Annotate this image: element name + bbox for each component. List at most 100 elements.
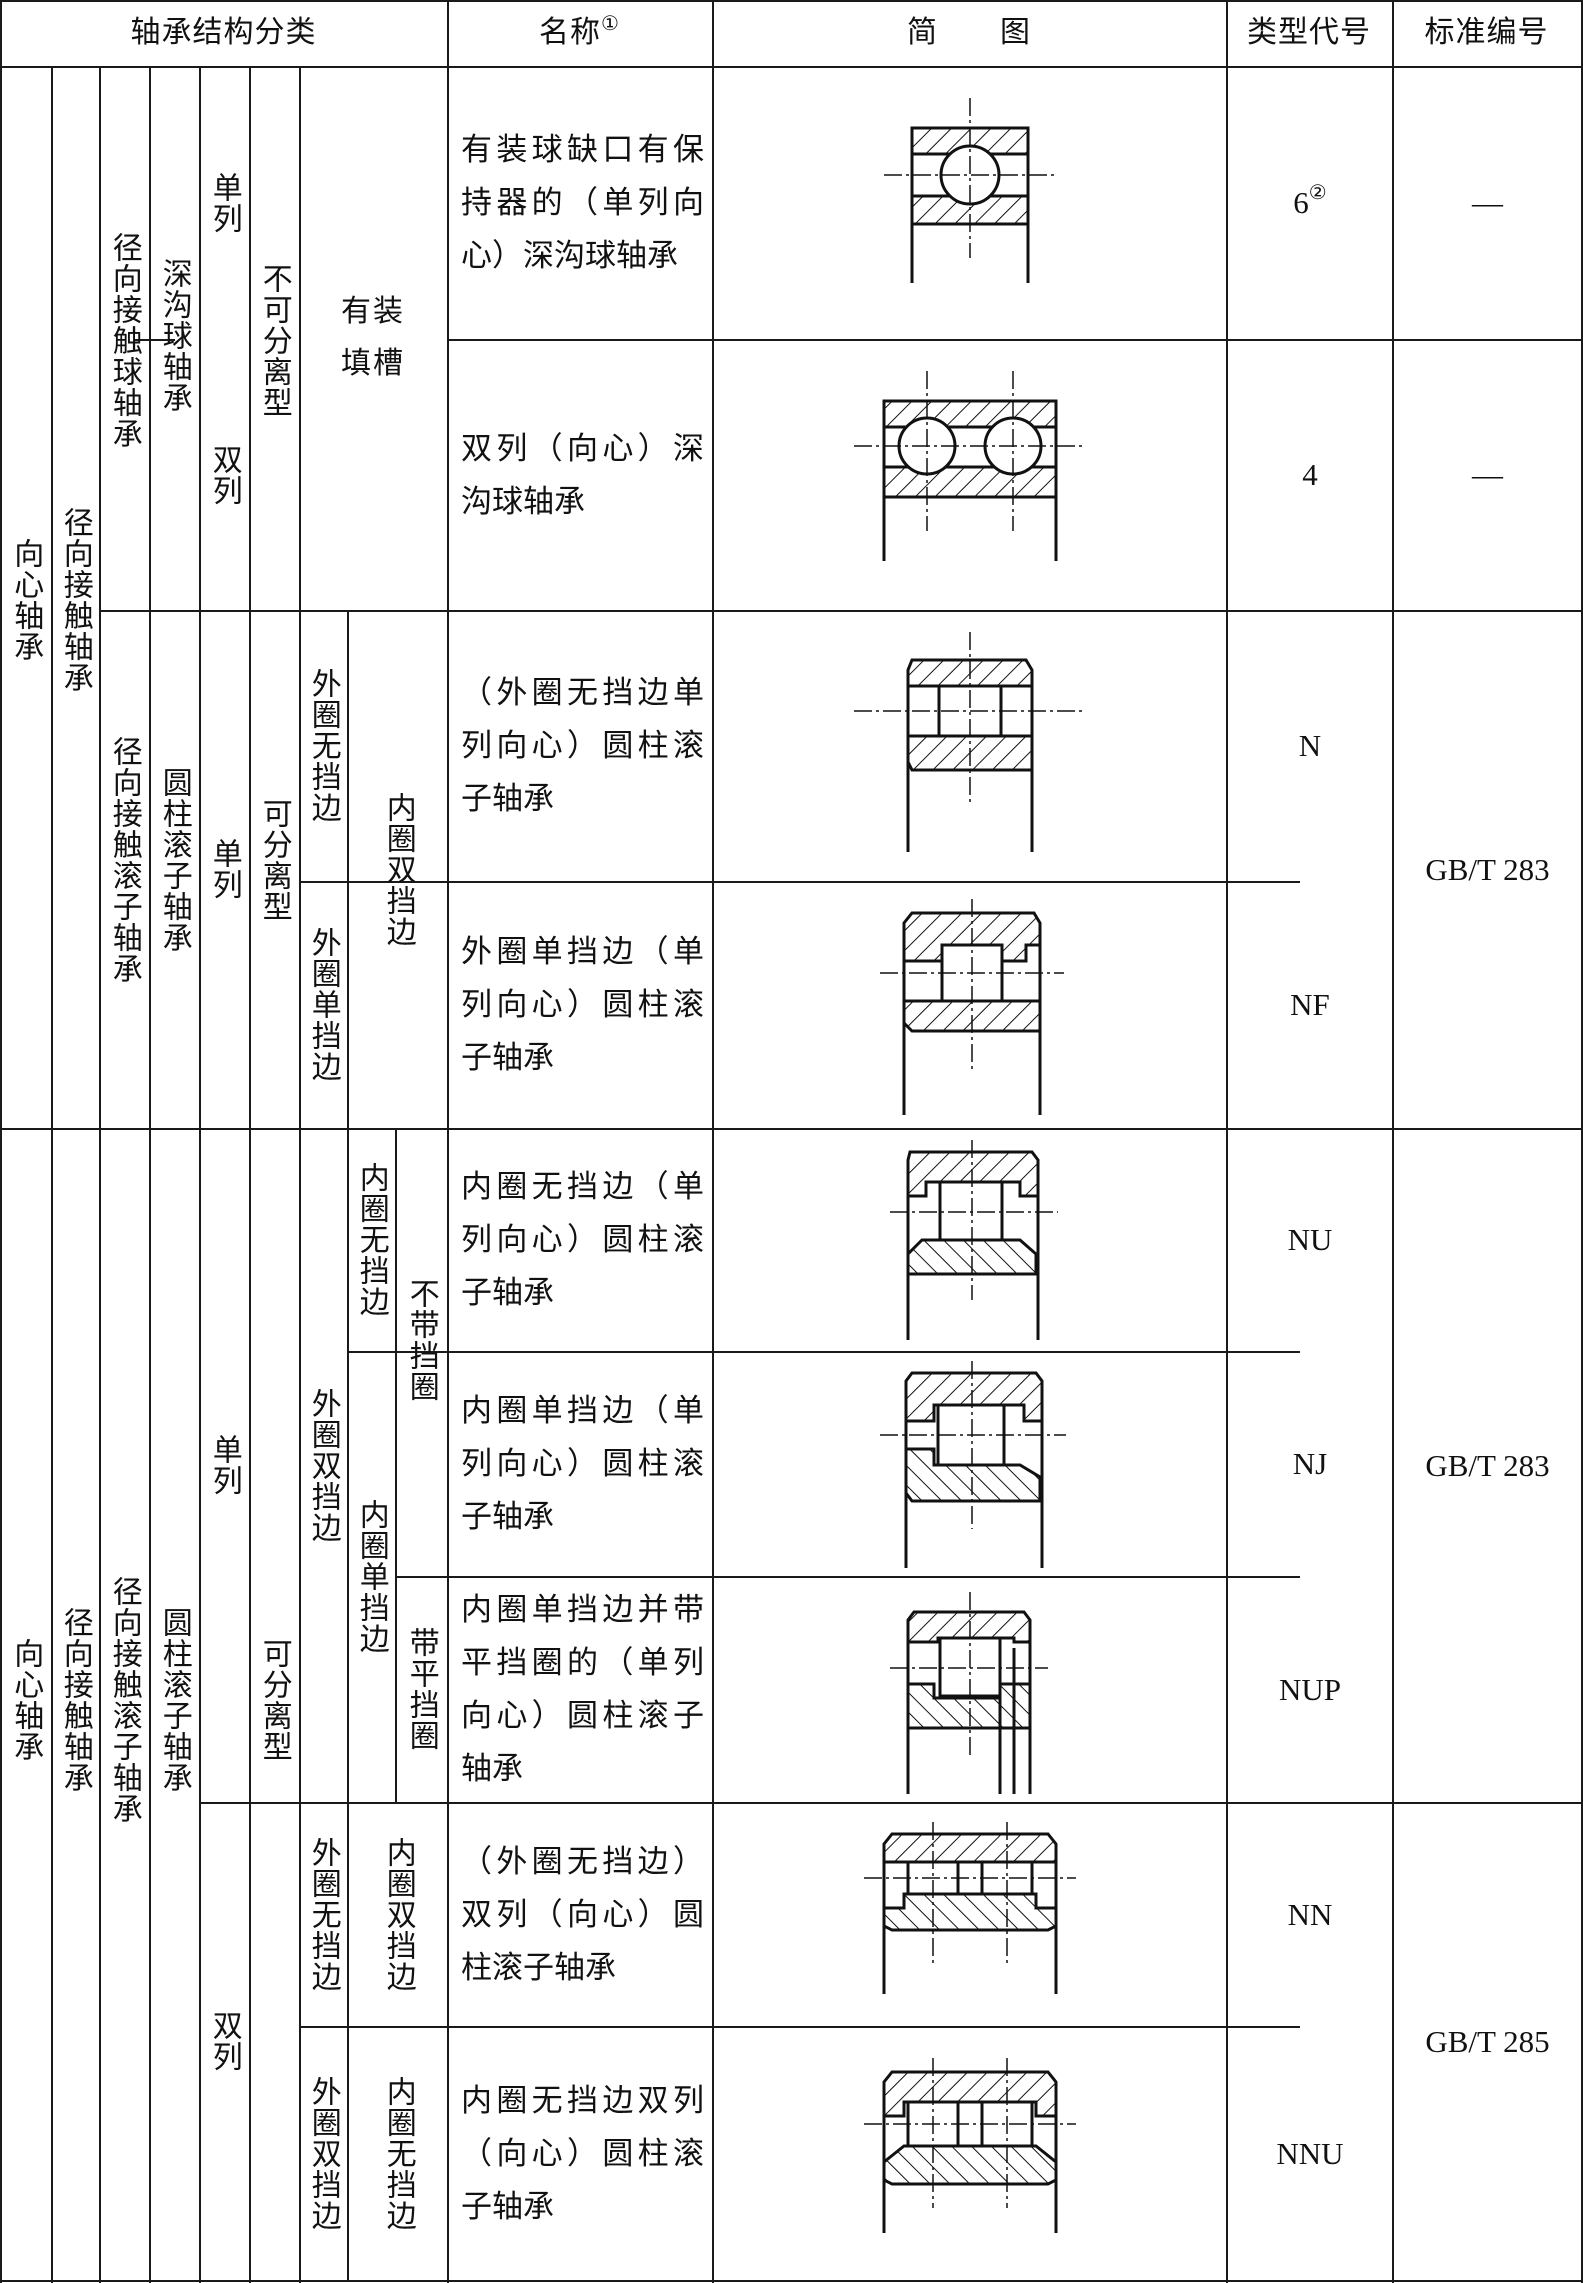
header-bottom-line — [0, 66, 1583, 68]
col-line-7b — [347, 1128, 349, 1802]
header-standard: 标准编号 — [1424, 15, 1549, 51]
cls-outer-double-rib-1: 外圈双挡边 — [305, 1387, 341, 1543]
footnote-marker: ① — [601, 10, 620, 35]
cls-radial-contact-roller-1: 径向接触滚子轴承 — [106, 736, 142, 984]
rowline-7 — [199, 1802, 1583, 1804]
cls-radial-contact-ball: 径向接触球轴承 — [106, 231, 142, 449]
cls-radial-contact-1: 径向接触轴承 — [57, 507, 93, 693]
col-line-name — [447, 0, 449, 2283]
col-line-6 — [299, 66, 301, 2283]
row-4-code: NF — [1290, 987, 1330, 1023]
cls-outer-double-rib-2: 外圈双挡边 — [305, 2075, 341, 2231]
cls-outer-single-rib: 外圈单挡边 — [305, 927, 341, 1082]
cls-radial-bearing-1: 向心轴承 — [8, 538, 44, 662]
rowline-5 — [347, 1351, 1300, 1353]
row-6-name: 内圈单挡边（单列向心）圆柱滚子轴承 — [461, 1393, 704, 1535]
cls-single-row-2: 单列 — [206, 838, 242, 900]
sketch-deep-groove-ball-double — [854, 371, 1086, 561]
row-5-code: NU — [1287, 1222, 1333, 1258]
cls-outer-no-rib-2: 外圈无挡边 — [305, 1836, 341, 1992]
cls-cylindrical-roller-2: 圆柱滚子轴承 — [156, 1607, 192, 1793]
cls-with-flat-ring: 带平挡圈 — [403, 1627, 439, 1751]
cls-separable-1: 可分离型 — [256, 798, 292, 922]
row-2-name: 双列（向心）深沟球轴承 — [461, 430, 704, 520]
border-top — [0, 0, 1583, 2]
col-line-sketch — [712, 0, 714, 2283]
cls-deep-groove-ball: 深沟球轴承 — [156, 257, 192, 413]
standard-group-3: GB/T 285 — [1425, 2023, 1550, 2059]
cls-single-row-3: 单列 — [206, 1434, 242, 1496]
rowline-8 — [299, 2026, 1300, 2028]
sketch-cylindrical-roller-nup — [890, 1592, 1048, 1794]
standard-group-1: GB/T 283 — [1425, 851, 1550, 887]
cls-non-separable: 不可分离型 — [256, 262, 292, 418]
cls-cylindrical-roller-1: 圆柱滚子轴承 — [156, 767, 192, 953]
rowline-6b — [447, 1576, 1300, 1578]
row-1-name: 有装球缺口有保持器的（单列向心）深沟球轴承 — [461, 132, 704, 274]
cls-outer-no-rib-1: 外圈无挡边 — [305, 668, 341, 823]
row-7-code: NUP — [1278, 1671, 1341, 1707]
rowline-1 — [135, 339, 175, 341]
border-bottom — [0, 2280, 1583, 2282]
rowline-6a — [395, 1576, 447, 1578]
col-line-2 — [99, 66, 101, 2283]
row-4-name: 外圈单挡边（单列向心）圆柱滚子轴承 — [461, 934, 704, 1076]
group-line-1 — [99, 610, 1583, 612]
row-8-name: （外圈无挡边）双列（向心）圆柱滚子轴承 — [461, 1843, 704, 1986]
row-8-code: NN — [1287, 1896, 1333, 1932]
cls-radial-contact-2: 径向接触轴承 — [57, 1607, 93, 1793]
col-line-std — [1392, 0, 1394, 2283]
row-9-code: NNU — [1276, 2135, 1344, 2171]
cls-separable-2: 可分离型 — [256, 1638, 292, 1762]
sketch-deep-groove-ball-single — [884, 98, 1056, 283]
col-line-7c — [347, 1802, 349, 2280]
footnote-marker: ② — [1308, 182, 1327, 204]
sketch-cylindrical-roller-nu — [890, 1140, 1058, 1340]
col-line-4 — [199, 66, 201, 2283]
cls-with-filling-slot: 有装填槽 — [341, 294, 405, 381]
border-right — [1581, 0, 1583, 2283]
cls-radial-contact-roller-2: 径向接触滚子轴承 — [106, 1576, 142, 1824]
cls-inner-double-rib-1: 内圈双挡边 — [380, 791, 416, 947]
cls-inner-single-rib: 内圈单挡边 — [353, 1499, 389, 1654]
cls-single-row-1: 单列 — [206, 171, 242, 234]
row-3-name: （外圈无挡边单列向心）圆柱滚子轴承 — [461, 675, 704, 817]
row-5-name: 内圈无挡边（单列向心）圆柱滚子轴承 — [461, 1169, 704, 1311]
rowline-1b — [447, 339, 1583, 341]
cls-double-row-2: 双列 — [206, 2010, 242, 2072]
row-3-code: N — [1298, 728, 1322, 764]
section-line — [0, 1128, 1583, 1130]
row-2-code: 4 — [1302, 457, 1318, 493]
col-line-1 — [51, 66, 53, 2283]
border-left — [0, 0, 2, 2283]
row-2-standard: — — [1472, 457, 1503, 493]
col-line-3 — [149, 66, 151, 2283]
col-line-code — [1226, 0, 1228, 2283]
col-line-5 — [249, 66, 251, 2283]
cls-no-retaining-ring: 不带挡圈 — [403, 1278, 439, 1402]
cls-inner-double-rib-2: 内圈双挡边 — [380, 1836, 416, 1992]
cls-radial-bearing-2: 向心轴承 — [8, 1638, 44, 1762]
rowline-3 — [299, 881, 1300, 883]
header-structure: 轴承结构分类 — [130, 15, 317, 51]
sketch-cylindrical-roller-nnu — [864, 2058, 1076, 2233]
sketch-cylindrical-roller-nj — [880, 1361, 1066, 1568]
sketch-cylindrical-roller-nf — [880, 899, 1064, 1115]
header-type-code: 类型代号 — [1247, 15, 1371, 51]
standard-group-2: GB/T 283 — [1425, 1447, 1550, 1483]
col-line-8 — [395, 1128, 397, 1802]
row-1-standard: — — [1472, 185, 1503, 221]
cls-double-row-1: 双列 — [206, 443, 242, 506]
sketch-cylindrical-roller-n — [854, 632, 1086, 852]
cls-inner-no-rib-2: 内圈无挡边 — [380, 2075, 416, 2231]
row-6-code: NJ — [1292, 1446, 1328, 1482]
sketch-cylindrical-roller-nn — [864, 1822, 1076, 1994]
col-line-7a — [347, 610, 349, 1128]
header-sketch: 简 图 — [907, 15, 1031, 51]
cls-inner-no-rib-1: 内圈无挡边 — [353, 1162, 389, 1317]
row-9-name: 内圈无挡边双列（向心）圆柱滚子轴承 — [461, 2082, 704, 2225]
row-7-name: 内圈单挡边并带平挡圈的（单列向心）圆柱滚子轴承 — [461, 1592, 704, 1787]
